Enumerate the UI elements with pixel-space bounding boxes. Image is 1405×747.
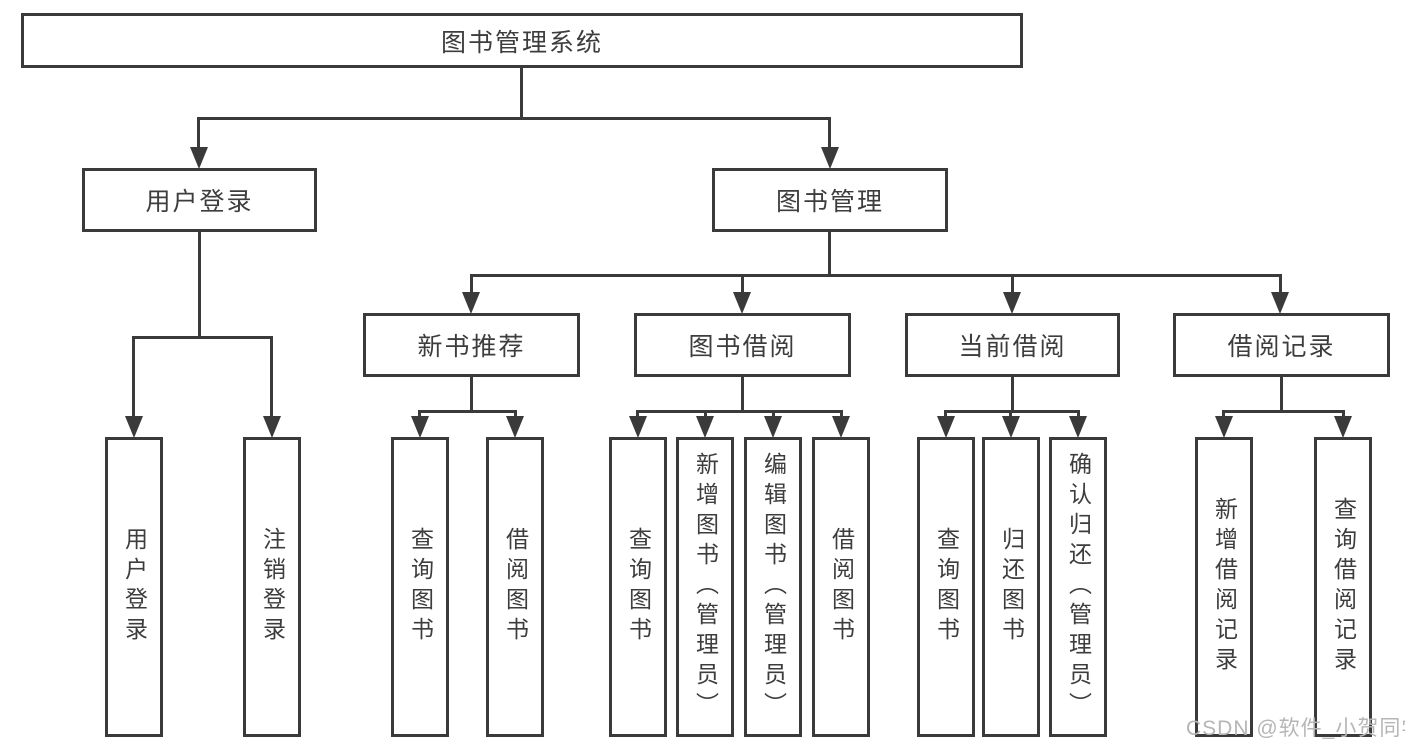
arrowhead-down-icon — [125, 416, 143, 438]
connector-root-stub-left — [197, 117, 200, 151]
arrowhead-down-icon — [263, 416, 281, 438]
connector-root-hline — [197, 117, 831, 120]
connector-current-stub-1 — [944, 410, 947, 420]
arrowhead-down-icon — [821, 147, 839, 169]
csdn-watermark: CSDN @软件_小贺同学 — [1186, 717, 1405, 740]
node-user-login: 用户登录 — [82, 168, 317, 232]
connector-mgmt-hline — [470, 274, 1282, 277]
leaf-borrow-books: 借阅图书 — [812, 437, 870, 737]
connector-recommend-stub-2 — [514, 410, 517, 420]
node-borrow-records: 借阅记录 — [1173, 313, 1390, 377]
leaf-edit-book-admin: 编辑图书（管理员） — [744, 437, 802, 737]
arrowhead-down-icon — [411, 416, 429, 438]
connector-root-stub-right — [828, 117, 831, 151]
connector-borrow-vline — [741, 377, 744, 413]
leaf-return-book: 归还图书 — [982, 437, 1040, 737]
connector-login-stub-2 — [270, 336, 273, 420]
connector-records-stub-1 — [1222, 410, 1225, 420]
connector-current-stub-3 — [1077, 410, 1080, 420]
connector-recommend-hline — [418, 410, 517, 413]
leaf-borrow-books-recommend: 借阅图书 — [486, 437, 544, 737]
connector-mgmt-vline — [828, 232, 831, 277]
connector-mgmt-stub-2 — [741, 274, 744, 296]
arrowhead-down-icon — [1334, 416, 1352, 438]
leaf-user-login: 用户登录 — [105, 437, 163, 737]
connector-records-vline — [1280, 377, 1283, 413]
arrowhead-down-icon — [1215, 416, 1233, 438]
arrowhead-down-icon — [462, 292, 480, 314]
arrowhead-down-icon — [1003, 292, 1021, 314]
arrowhead-down-icon — [190, 147, 208, 169]
leaf-add-borrow-record: 新增借阅记录 — [1195, 437, 1253, 737]
connector-borrow-stub-3 — [772, 410, 775, 420]
node-library-management-system: 图书管理系统 — [21, 13, 1023, 68]
connector-login-hline — [132, 336, 273, 339]
leaf-confirm-return-admin: 确认归还（管理员） — [1049, 437, 1107, 737]
arrowhead-down-icon — [832, 416, 850, 438]
connector-records-hline — [1222, 410, 1345, 413]
node-new-book-recommend: 新书推荐 — [363, 313, 580, 377]
arrowhead-down-icon — [937, 416, 955, 438]
connector-current-vline — [1011, 377, 1014, 413]
arrowhead-down-icon — [1069, 416, 1087, 438]
leaf-logout: 注销登录 — [243, 437, 301, 737]
connector-root-vline — [520, 68, 523, 120]
leaf-query-books-borrow: 查询图书 — [609, 437, 667, 737]
connector-mgmt-stub-3 — [1011, 274, 1014, 296]
connector-borrow-stub-2 — [704, 410, 707, 420]
connector-recommend-stub-1 — [418, 410, 421, 420]
arrowhead-down-icon — [764, 416, 782, 438]
connector-current-stub-2 — [1009, 410, 1012, 420]
connector-mgmt-stub-1 — [470, 274, 473, 296]
connector-borrow-hline — [636, 410, 843, 413]
leaf-query-books-recommend: 查询图书 — [391, 437, 449, 737]
arrowhead-down-icon — [506, 416, 524, 438]
node-book-management: 图书管理 — [712, 168, 948, 232]
connector-borrow-stub-1 — [636, 410, 639, 420]
arrowhead-down-icon — [629, 416, 647, 438]
arrowhead-down-icon — [696, 416, 714, 438]
connector-mgmt-stub-4 — [1279, 274, 1282, 296]
connector-login-vline — [198, 232, 201, 339]
arrowhead-down-icon — [1271, 292, 1289, 314]
node-book-borrow: 图书借阅 — [634, 313, 851, 377]
connector-borrow-stub-4 — [840, 410, 843, 420]
leaf-add-book-admin: 新增图书（管理员） — [676, 437, 734, 737]
leaf-query-books-current: 查询图书 — [917, 437, 975, 737]
leaf-query-borrow-record: 查询借阅记录 — [1314, 437, 1372, 737]
connector-login-stub-1 — [132, 336, 135, 420]
node-current-borrow: 当前借阅 — [905, 313, 1120, 377]
arrowhead-down-icon — [733, 292, 751, 314]
connector-recommend-vline — [470, 377, 473, 413]
connector-records-stub-2 — [1342, 410, 1345, 420]
connector-current-hline — [944, 410, 1080, 413]
arrowhead-down-icon — [1002, 416, 1020, 438]
